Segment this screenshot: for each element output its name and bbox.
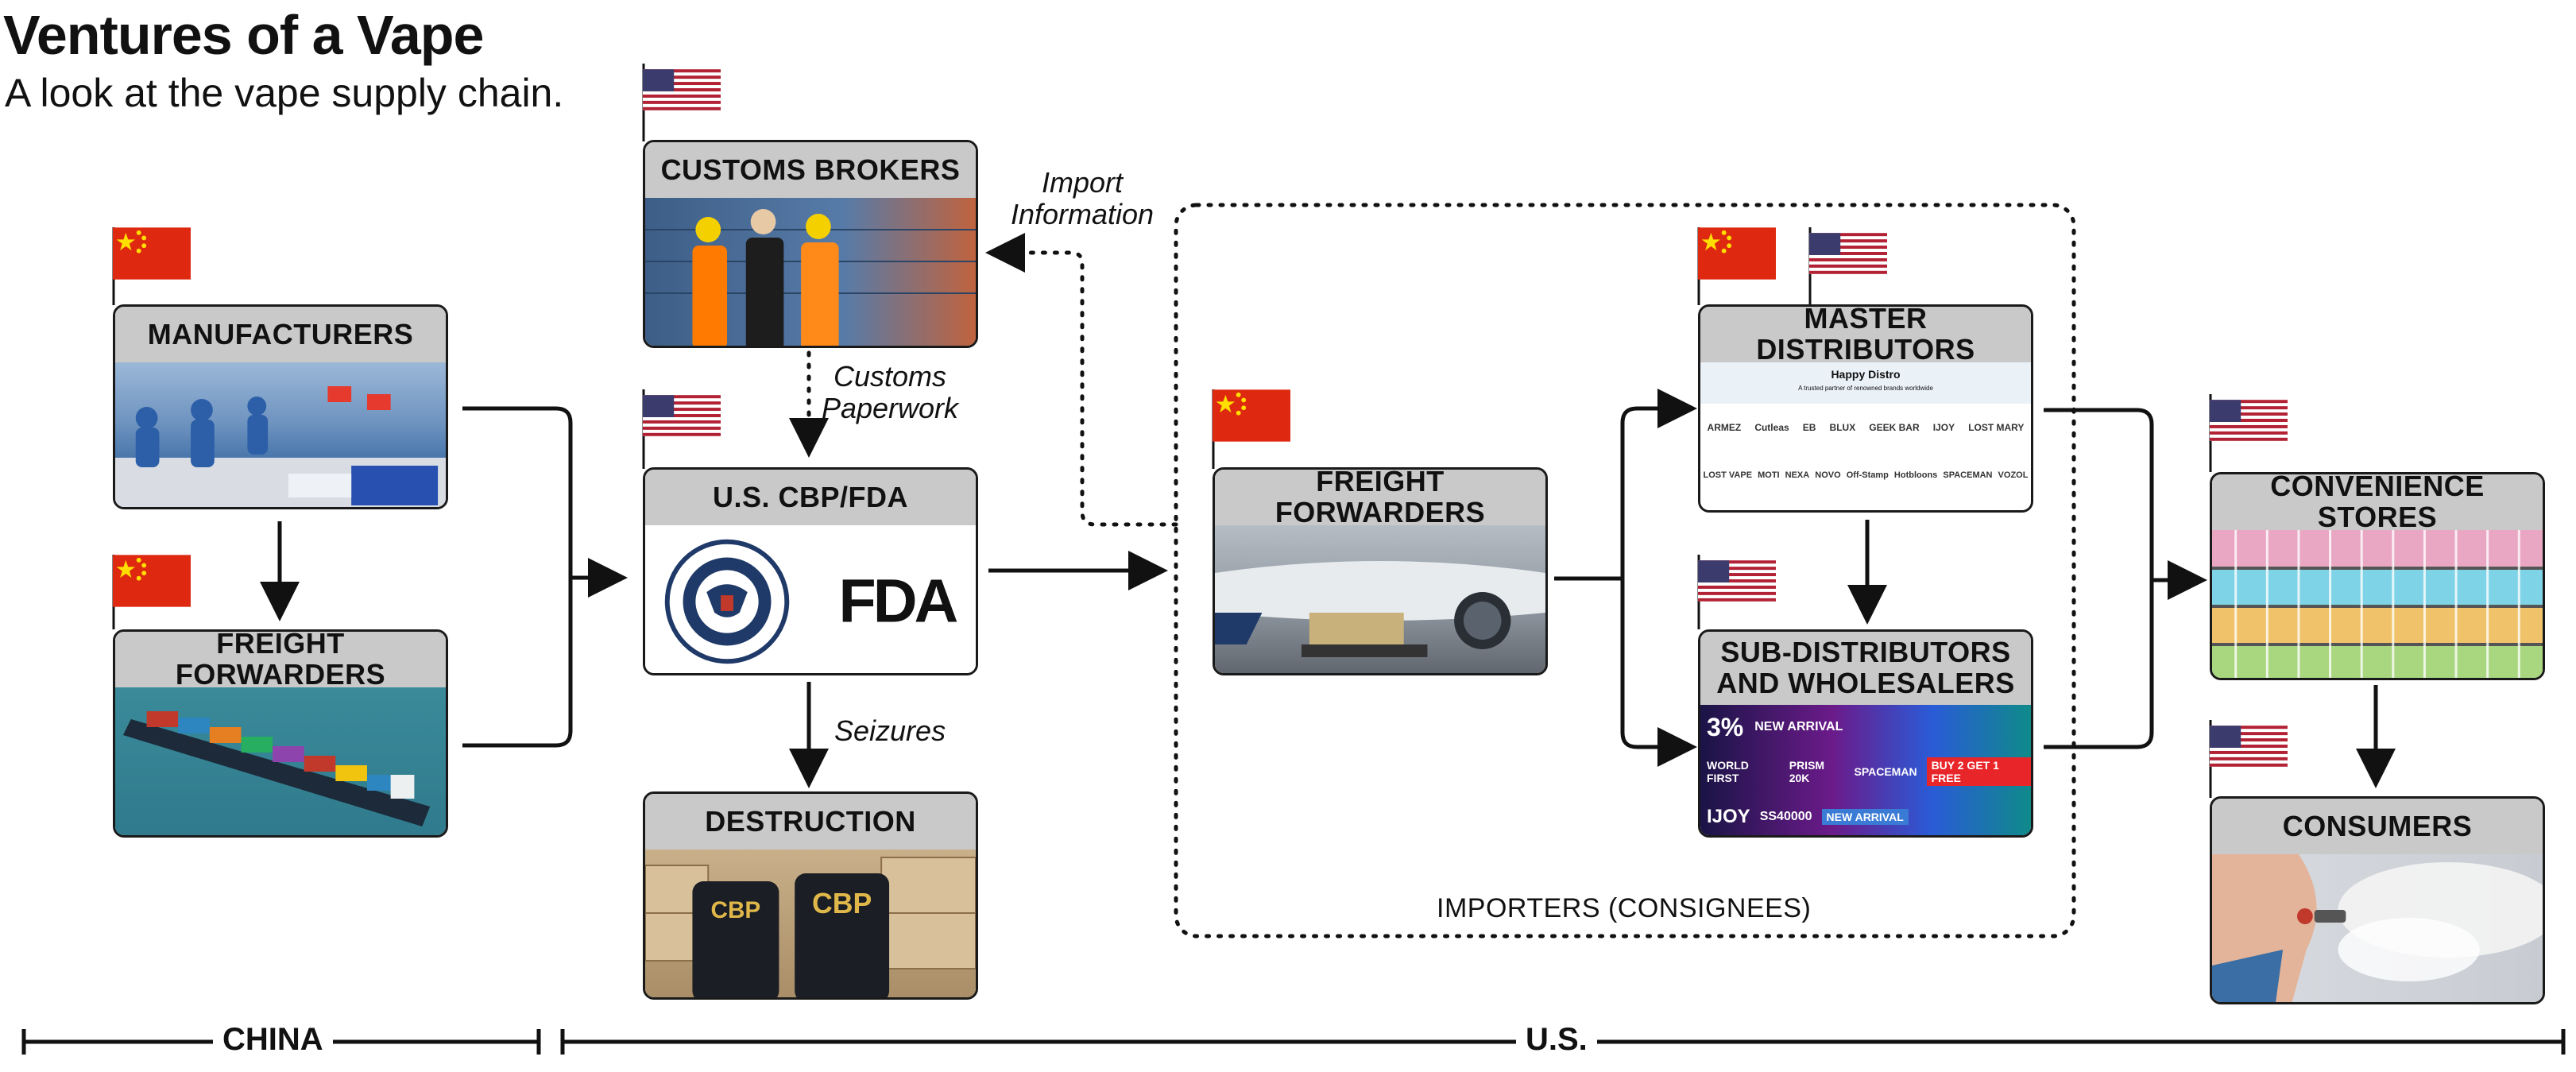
seizures-label: Seizures	[834, 714, 946, 747]
node-title: FREIGHT FORWARDERS	[115, 632, 446, 690]
freight-forwarders-us-node: FREIGHT FORWARDERS	[1213, 467, 1548, 675]
promo-text: NEW ARRIVAL	[1821, 809, 1909, 825]
distributor-website-screenshot: Happy Distro A trusted partner of renown…	[1700, 362, 2031, 510]
importers-group-label: IMPORTERS (CONSIGNEES)	[1437, 893, 1812, 923]
brand-logo: Off-Stamp	[1846, 470, 1889, 480]
fda-logo-text: FDA	[839, 567, 957, 636]
us-flag-icon	[1809, 227, 1887, 280]
node-title: DESTRUCTION	[645, 794, 976, 849]
node-title: U.S. CBP/FDA	[645, 470, 976, 525]
edge-distributors-to-stores	[2044, 408, 2154, 749]
brand-logo: LOST MARY	[1968, 422, 2025, 433]
customs-brokers-node: CUSTOMS BROKERS	[643, 140, 978, 348]
node-title: MANUFACTURERS	[115, 307, 446, 362]
promo-text: PRISM 20K	[1789, 759, 1825, 784]
china-flag-icon	[1213, 389, 1290, 442]
sub-distributors-node: SUB-DISTRIBUTORS AND WHOLESALERS 3% NEW …	[1698, 629, 2033, 838]
china-flag-icon	[1698, 227, 1776, 280]
brand-logo: VOZOL	[1998, 470, 2029, 480]
cbp-patch-text: CBP	[711, 897, 761, 923]
china-flag-icon	[113, 555, 191, 607]
brand-logo: MOTI	[1758, 470, 1780, 480]
promo-text: 3%	[1707, 712, 1744, 741]
brand-logo: LOST VAPE	[1703, 470, 1753, 480]
freight-forwarders-china-node: FREIGHT FORWARDERS	[113, 629, 448, 838]
edge-import-info	[985, 233, 1178, 527]
distro-site-title: Happy Distro	[1831, 368, 1901, 381]
region-timeline	[21, 1029, 2566, 1055]
us-flag-icon	[1698, 555, 1776, 607]
brand-logo: BLUX	[1829, 422, 1856, 433]
promo-text: NEW ARRIVAL	[1754, 720, 1843, 733]
region-label-china: CHINA	[213, 1022, 333, 1058]
region-label-us: U.S.	[1516, 1022, 1597, 1058]
brand-logo: ARMEZ	[1707, 422, 1742, 433]
cbp-seal-icon	[664, 539, 790, 664]
import-information-label: Import Information	[1010, 166, 1155, 230]
promo-text: SS40000	[1759, 810, 1812, 823]
us-flag-icon	[643, 389, 721, 442]
promo-text: IJOY	[1707, 806, 1750, 827]
brand-logo: NOVO	[1815, 470, 1841, 480]
promo-text: SPACEMAN	[1854, 765, 1917, 778]
cbp-patch-text: CBP	[812, 888, 872, 919]
brand-logo: NEXA	[1785, 470, 1810, 480]
node-title: CONVENIENCE STORES	[2212, 474, 2543, 532]
node-title: SUB-DISTRIBUTORS AND WHOLESALERS	[1700, 632, 2031, 705]
page-title: Ventures of a Vape	[3, 4, 484, 66]
destruction-node: DESTRUCTION CBP CBP	[643, 791, 978, 1000]
customs-paperwork-label: Customs Paperwork	[821, 360, 959, 424]
brand-logo: Cutleas	[1754, 422, 1789, 433]
factory-workers-photo	[115, 362, 446, 507]
us-flag-icon	[643, 64, 721, 116]
node-title: CUSTOMS BROKERS	[645, 142, 976, 198]
distro-site-tagline: A trusted partner of renowned brands wor…	[1798, 385, 1933, 392]
brand-logo: IJOY	[1932, 422, 1955, 433]
brand-logo: SPACEMAN	[1943, 470, 1993, 480]
store-shelves-photo	[2212, 530, 2543, 678]
node-title: MASTER DISTRIBUTORS	[1700, 307, 2031, 365]
vaping-person-photo	[2212, 854, 2543, 1002]
node-title: CONSUMERS	[2212, 799, 2543, 854]
agency-logos: FDA	[645, 525, 976, 673]
page-subtitle: A look at the vape supply chain.	[5, 71, 564, 115]
us-flag-icon	[2210, 720, 2288, 772]
wholesale-promo-banner: 3% NEW ARRIVAL WORLD FIRST PRISM 20K SPA…	[1700, 705, 2031, 835]
manufacturers-node: MANUFACTURERS	[113, 304, 448, 509]
container-ship-photo	[115, 687, 446, 835]
cargo-plane-photo	[1215, 525, 1545, 673]
port-workers-photo	[645, 198, 976, 346]
master-distributors-node: MASTER DISTRIBUTORS Happy Distro A trust…	[1698, 304, 2033, 513]
edge-freight-split	[1554, 406, 1688, 749]
brand-logo: GEEK BAR	[1869, 422, 1920, 433]
node-title: FREIGHT FORWARDERS	[1215, 470, 1545, 528]
promo-text: BUY 2 GET 1 FREE	[1926, 757, 2031, 786]
cbp-officers-photo: CBP CBP	[645, 849, 976, 997]
china-flag-icon	[113, 227, 191, 280]
promo-text: WORLD FIRST	[1707, 759, 1749, 784]
consumers-node: CONSUMERS	[2210, 796, 2545, 1004]
us-flag-icon	[2210, 394, 2288, 447]
convenience-stores-node: CONVENIENCE STORES	[2210, 472, 2545, 680]
cbp-fda-node: U.S. CBP/FDA FDA	[643, 467, 978, 675]
edge-china-to-cbp	[462, 406, 573, 748]
importers-group-boundary	[1174, 203, 2076, 938]
brand-logo: EB	[1802, 422, 1816, 433]
brand-logo: Hotbloons	[1893, 470, 1938, 480]
